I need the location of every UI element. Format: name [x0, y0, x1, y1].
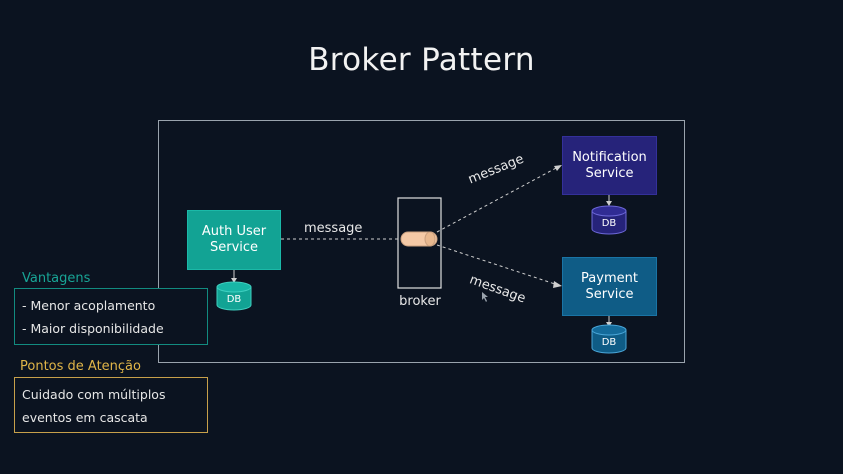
- mouse-cursor-icon: [482, 292, 488, 302]
- auth-db-icon: DB: [216, 281, 252, 311]
- advantage-item: - Menor acoplamento: [22, 298, 156, 313]
- payment-db-icon: DB: [591, 324, 627, 354]
- advantages-panel: - Menor acoplamento - Maior disponibilid…: [14, 288, 208, 345]
- arrowhead-auth-db: [231, 278, 237, 283]
- arrowhead-payment: [553, 281, 562, 288]
- slide-title: Broker Pattern: [308, 42, 535, 78]
- advantage-item: - Maior disponibilidade: [22, 321, 164, 336]
- edge-label-auth-broker: message: [304, 221, 363, 236]
- attention-line: Cuidado com múltiplos: [22, 387, 166, 402]
- notification-db-icon: DB: [591, 205, 627, 235]
- attention-line: eventos em cascata: [22, 410, 148, 425]
- arrowhead-notification: [554, 165, 562, 171]
- queue-pill-end: [424, 231, 436, 247]
- diagram-frame: [158, 120, 685, 363]
- broker-label: broker: [399, 294, 441, 309]
- broker-box: [397, 197, 442, 289]
- edge-broker-payment: [436, 244, 559, 286]
- attention-title: Pontos de Atenção: [20, 359, 141, 374]
- edge-broker-notification: [436, 166, 559, 233]
- arrowhead-notification-db: [606, 201, 612, 206]
- attention-panel: Cuidado com múltiplos eventos em cascata: [14, 377, 208, 433]
- advantages-title: Vantagens: [22, 271, 91, 286]
